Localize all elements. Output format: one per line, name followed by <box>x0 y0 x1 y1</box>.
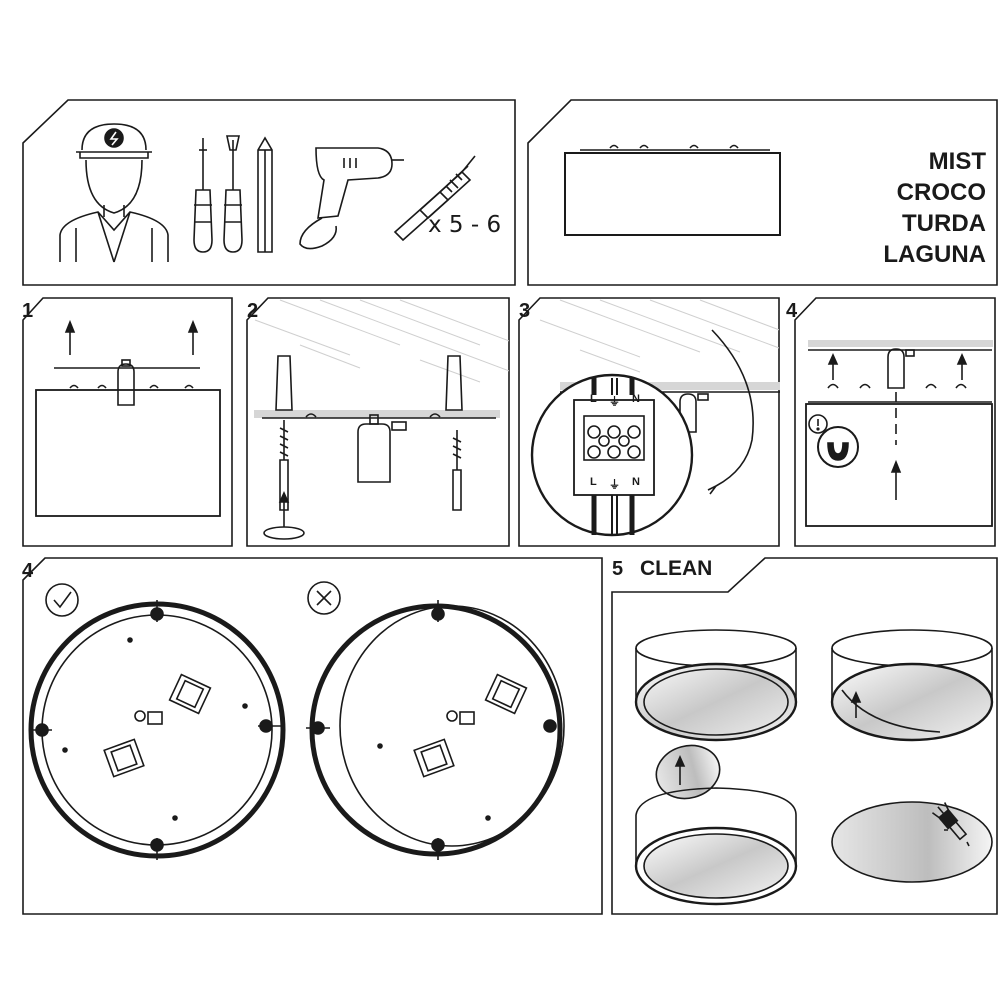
flat-screwdriver-icon <box>223 135 243 253</box>
product-panel <box>527 99 998 286</box>
terminal-label-n: N <box>632 476 640 488</box>
step-number: 4 <box>22 560 34 582</box>
step-number: 1 <box>22 300 34 322</box>
model-name: TURDA <box>902 210 986 237</box>
phillips-screwdriver-icon <box>193 138 213 253</box>
model-names: MIST CROCO TURDA LAGUNA <box>860 146 986 270</box>
terminal-label-l: L <box>590 476 597 488</box>
step-number: 5 <box>612 558 624 580</box>
step-number: 3 <box>519 300 531 322</box>
cross-circle-icon <box>307 581 341 615</box>
step-2-panel <box>246 297 510 547</box>
clean-title: CLEAN <box>640 557 713 580</box>
step-4-panel-bottom <box>22 557 603 915</box>
step-number: 2 <box>247 300 259 322</box>
diffuser-cleaning <box>831 801 993 883</box>
step-3-panel <box>518 297 780 547</box>
pencil-icon <box>257 136 273 253</box>
wall-plug-screw-icon <box>393 155 476 242</box>
terminal-label-earth: ⏚ <box>609 396 620 408</box>
step-4-panel-top <box>794 297 996 547</box>
model-name: MIST <box>928 148 986 175</box>
drum-closed <box>634 629 798 742</box>
terminal-label-n: N <box>632 393 640 405</box>
tools-panel <box>22 99 516 286</box>
step-5-clean-panel <box>611 557 998 915</box>
drill-icon <box>299 147 404 250</box>
terminal-label-l: L <box>590 393 597 405</box>
electrician-helmet-icon <box>59 123 169 263</box>
step-number: 4 <box>786 300 798 322</box>
check-circle-icon <box>45 583 79 617</box>
plug-quantity-label: x 5 - 6 <box>428 212 502 238</box>
drum-opening <box>830 629 994 742</box>
model-name: LAGUNA <box>883 241 986 268</box>
terminal-label-earth: ⏚ <box>609 479 620 491</box>
step-1-panel <box>22 297 233 547</box>
drum-diffuser-removed <box>634 744 798 906</box>
model-name: CROCO <box>896 179 986 206</box>
